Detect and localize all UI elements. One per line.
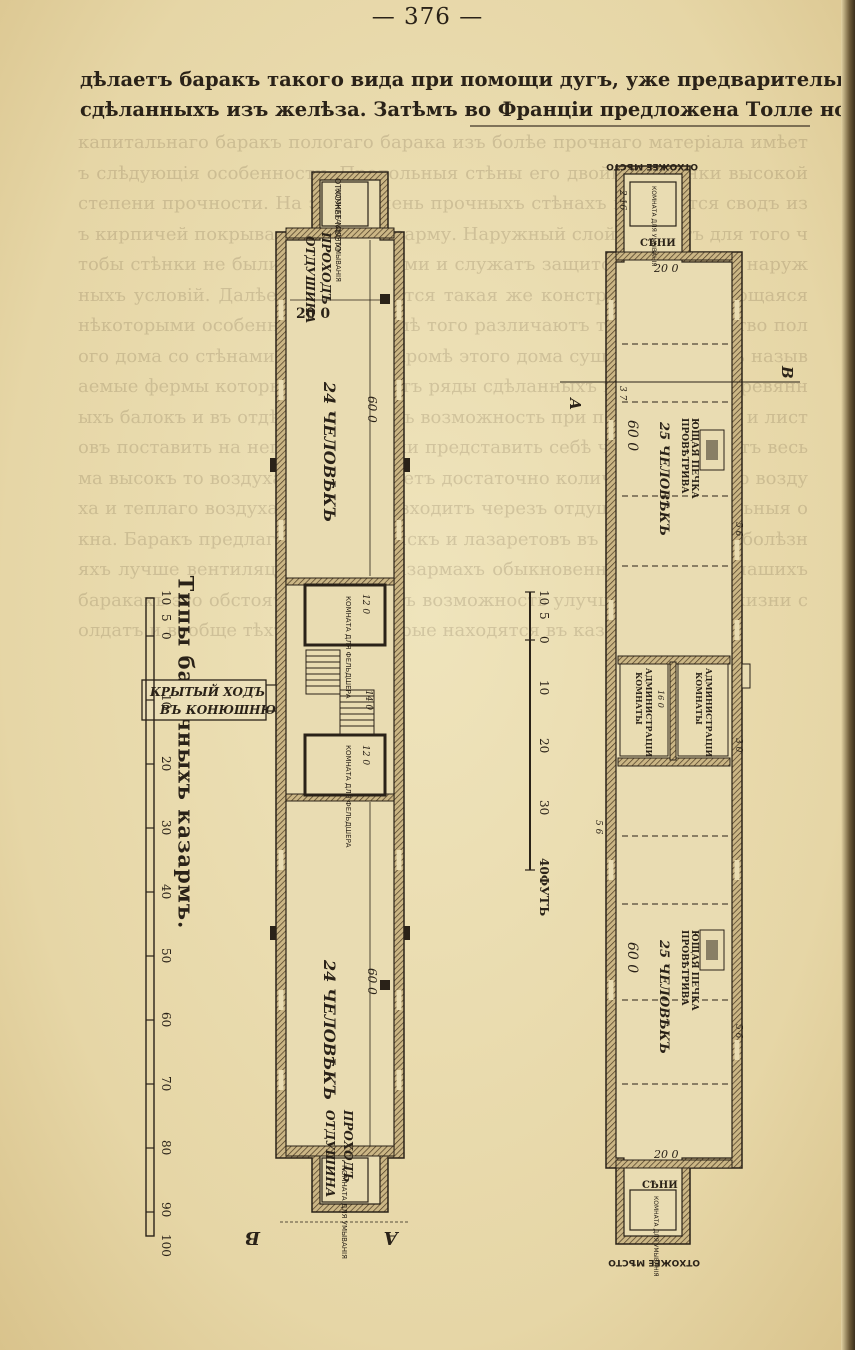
right-upper-stove-label-1: ПРОВѢТРИВА: [679, 418, 689, 494]
left-top-latrine-label: ОТХОЖЕЕ МѢСТО: [333, 178, 342, 252]
mid-scale-tick-5: 30: [537, 800, 551, 815]
right-upper-length-dim: 60 0: [624, 420, 640, 451]
left-scale-tick-12: 100: [159, 1234, 173, 1257]
left-width-dim: 20 0: [296, 306, 330, 322]
mid-scale-tick-2: 0: [537, 636, 551, 644]
page-number: — 376 —: [371, 4, 484, 30]
right-lower-ward-label: 25 ЧЕЛОВѢКЪ: [656, 939, 671, 1054]
right-dim-30: 3 0: [733, 738, 743, 753]
right-top-washroom-label: КОМНАТА ДЛЯ УМЫВАНІЯ: [650, 186, 657, 267]
left-lower-ward-label: 24 ЧЕЛОВѢКЪ: [320, 959, 339, 1100]
left-scale-bar: 10 5 0 10 20 30 40 50 60 70 80 90 100: [145, 590, 173, 1257]
right-top-vestibule-label: СѢНИ: [640, 238, 676, 249]
right-upper-ward-label: 25 ЧЕЛОВѢКЪ: [656, 421, 671, 536]
right-top-width-dim: 20 0: [653, 262, 679, 275]
right-admin-label-left-1: КОМНАТЫ: [634, 672, 644, 725]
left-scale-tick-1: 5: [159, 614, 173, 622]
right-admin-label-right-2: АДМИНИСТРАЦІИ: [704, 668, 714, 757]
left-scale-tick-8: 60: [159, 1012, 173, 1027]
covered-passage-label-1: КРЫТЫЙ ХОДЪ: [149, 683, 265, 699]
right-section-mark-v: В: [778, 365, 796, 379]
left-scale-tick-4: 20: [159, 756, 173, 771]
right-dim-37: 3 7: [617, 386, 627, 401]
right-bottom-washroom-label: КОМНАТА ДЛЯ УМЫВАНІЯ: [652, 1196, 659, 1277]
left-lower-length-dim: 60 0: [365, 968, 379, 995]
right-dim-56-lower: 5 6: [733, 1024, 743, 1039]
left-upper-length-dim: 60 0: [365, 396, 379, 423]
left-upper-ward-label: 24 ЧЕЛОВѢКЪ: [320, 381, 339, 522]
right-upper-stove-label-2: ЮЩАЯ ПЕЧКА: [689, 418, 699, 499]
left-top-vent-label: ОТДУШИНА: [303, 236, 317, 323]
middle-scale-bar: 10 5 0 10 20 30 40ФУТЪ: [525, 590, 551, 916]
left-top-passage-label: ПРОХОДЪ: [319, 231, 333, 305]
covered-passage-label-2: ВЪ КОНЮШНЮ: [159, 703, 276, 717]
body-text-line-2: сдѣланныхъ изъ желѣза. Затѣмъ во Франціи…: [80, 98, 855, 121]
left-upper-dim-12: 12 0: [360, 594, 370, 614]
left-scale-tick-2: 0: [159, 632, 173, 640]
left-upper-feldsher-label: КОМНАТА ДЛЯ ФЕЛЬДШЕРА: [344, 596, 352, 699]
mid-scale-tick-0: 10: [537, 590, 551, 605]
staircase-upper: [305, 649, 341, 695]
right-dim-16: 16 0: [656, 690, 665, 708]
page-edge-shadow: [841, 0, 855, 1350]
left-scale-tick-9: 70: [159, 1076, 173, 1091]
right-bottom-latrine-label: ОТХОЖЕЕ МѢСТО: [608, 1257, 700, 1267]
left-scale-tick-3: 10: [159, 694, 173, 709]
left-bottom-passage-label: ПРОХОДЪ: [341, 1109, 355, 1183]
mid-scale-tick-6: 40ФУТЪ: [537, 858, 551, 916]
mid-scale-tick-4: 20: [537, 738, 551, 753]
right-admin-label-right-1: КОМНАТЫ: [694, 672, 704, 725]
right-lower-stove-label-1: ПРОВѢТРИВА: [679, 930, 689, 1006]
right-dim-216-top: 2 16: [617, 189, 627, 210]
left-section-mark-v: В: [245, 1227, 261, 1248]
left-section-mark-a: А: [383, 1227, 400, 1248]
right-bottom-vestibule-label: СѢНИ: [642, 1180, 678, 1191]
covered-passage: КРЫТЫЙ ХОДЪ ВЪ КОНЮШНЮ: [141, 679, 276, 721]
left-lower-dim-12: 12 0: [360, 745, 370, 765]
left-top-washroom-label: КОМНАТА ДЛЯ УМЫВАНІЯ: [334, 188, 342, 282]
mid-scale-tick-3: 10: [537, 680, 551, 695]
left-scale-tick-0: 10: [159, 590, 173, 605]
staircase-lower: [339, 689, 375, 735]
right-lower-stove-label-2: ЮЩАЯ ПЕЧКА: [689, 930, 699, 1011]
underline-mark: [470, 125, 810, 127]
left-dim-14: 14 0: [363, 690, 373, 710]
right-dim-56-mid: 5 6: [593, 820, 603, 835]
left-scale-tick-6: 40: [159, 884, 173, 899]
right-top-latrine-label: ОТХОЖЕЕ МѢСТО: [606, 161, 698, 171]
body-text-line-1: дѣлаетъ баракъ такого вида при помощи ду…: [80, 68, 855, 91]
mid-scale-tick-1: 5: [537, 612, 551, 620]
right-lower-length-dim: 60 0: [624, 942, 640, 973]
left-scale-tick-10: 80: [159, 1140, 173, 1155]
right-section-mark-a: А: [566, 397, 584, 410]
left-barracks-plan: ОТХОЖЕЕ МѢСТО КОМНАТА ДЛЯ УМЫВАНІЯ ПРОХО…: [245, 171, 410, 1259]
right-bottom-width-dim: 20 0: [653, 1148, 679, 1161]
right-dim-56-upper: 5 6: [733, 522, 743, 537]
right-barracks-plan: А В ОТХОЖЕЕ МѢСТО КОМНАТА ДЛЯ УМЫВАНІЯ 2…: [560, 161, 800, 1277]
right-admin-label-left-2: АДМИНИСТРАЦІИ: [644, 668, 654, 757]
left-bottom-vent-label: ОТДУШИНА: [323, 1110, 337, 1197]
left-scale-tick-7: 50: [159, 948, 173, 963]
left-lower-feldsher-label: КОМНАТА ДЛЯ ФЕЛЬДШЕРА: [344, 745, 352, 848]
left-scale-tick-5: 30: [159, 820, 173, 835]
left-bottom-washroom-label: КОМНАТА ДЛЯ УМЫВАНІЯ: [340, 1165, 348, 1259]
left-scale-tick-11: 90: [159, 1202, 173, 1217]
